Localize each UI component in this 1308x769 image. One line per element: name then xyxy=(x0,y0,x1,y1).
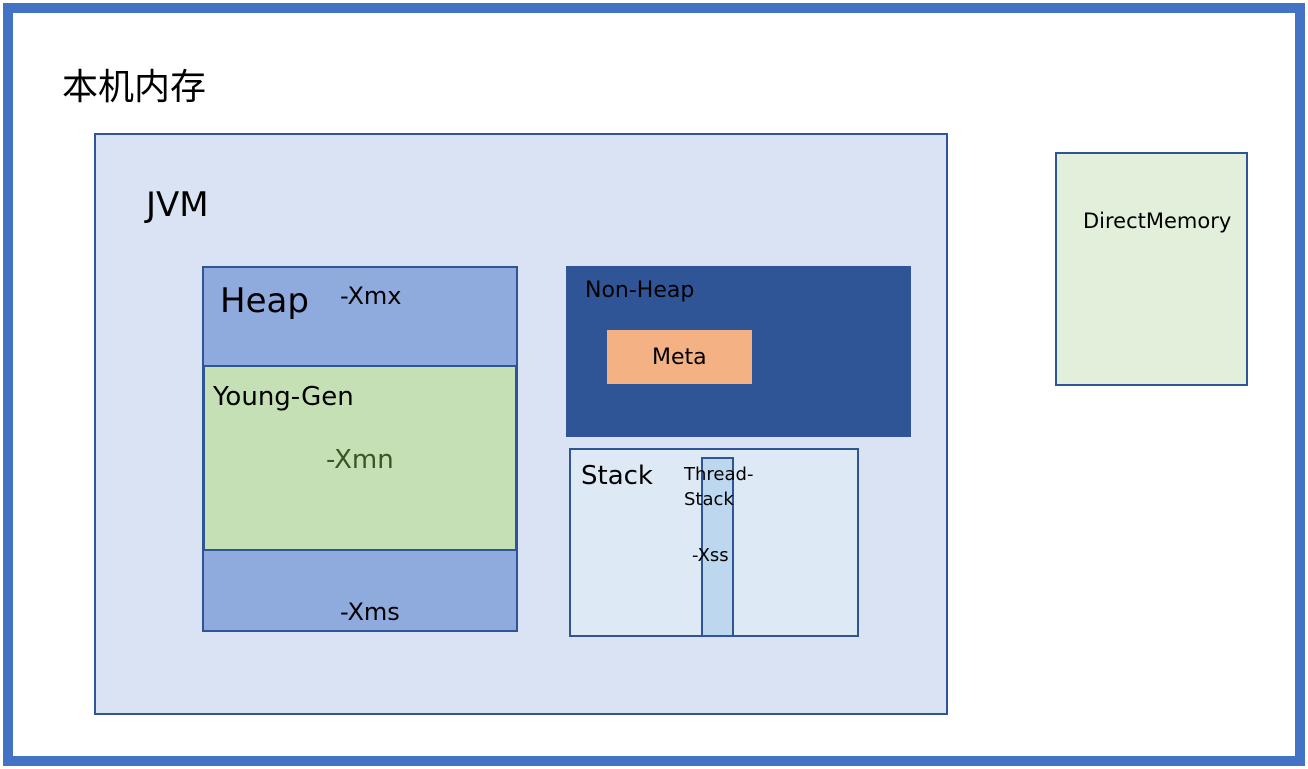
heap-label: Heap xyxy=(220,281,309,321)
young-gen-label: Young-Gen xyxy=(213,382,354,412)
heap-min-flag: -Xms xyxy=(340,598,400,626)
stack-label: Stack xyxy=(581,461,653,491)
direct-memory-label: DirectMemory xyxy=(1083,209,1232,233)
direct-memory-box xyxy=(1055,152,1248,386)
diagram-title: 本机内存 xyxy=(62,67,207,108)
meta-box xyxy=(607,330,752,384)
young-gen-flag: -Xmn xyxy=(326,445,394,475)
thread-stack-flag: -Xss xyxy=(692,545,729,566)
meta-label: Meta xyxy=(652,345,707,370)
thread-stack-label-line2: Stack xyxy=(684,489,734,510)
young-gen-box xyxy=(203,365,517,551)
jvm-label: JVM xyxy=(146,185,209,225)
non-heap-label: Non-Heap xyxy=(585,278,695,303)
thread-stack-label-line1: Thread- xyxy=(684,464,754,485)
heap-max-flag: -Xmx xyxy=(340,282,402,310)
thread-stack-box xyxy=(701,457,734,637)
